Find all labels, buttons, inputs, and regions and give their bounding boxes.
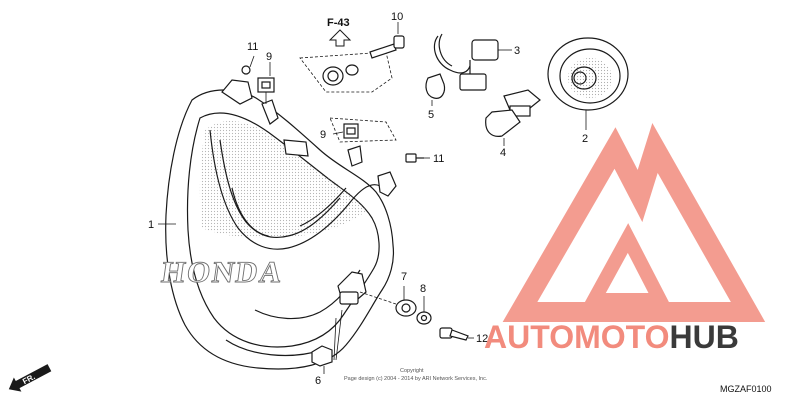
clip-9-middle xyxy=(332,123,359,139)
watermark-text: AUTOMOTOHUB xyxy=(484,319,739,355)
callout-9-middle[interactable]: 9 xyxy=(320,129,326,141)
headlight-rear-bracket xyxy=(283,139,309,157)
reference-label[interactable]: F-43 xyxy=(327,17,350,29)
headlight-light-guide xyxy=(209,129,381,250)
headlight-connector xyxy=(339,291,359,305)
callout-12[interactable]: 12 xyxy=(476,333,488,345)
callout-3[interactable]: 3 xyxy=(514,45,520,57)
watermark-suffix: HUB xyxy=(669,319,738,355)
mount-leader xyxy=(359,291,397,305)
leader-6 xyxy=(333,309,343,361)
collar-8 xyxy=(416,296,432,325)
front-direction-indicator: FR. xyxy=(8,364,52,392)
callout-7[interactable]: 7 xyxy=(401,271,407,283)
callout-10[interactable]: 10 xyxy=(391,11,403,23)
callout-4[interactable]: 4 xyxy=(500,147,506,159)
headlight-right-clip xyxy=(377,171,397,197)
headlight-mount-right xyxy=(347,145,363,167)
grommet-upper xyxy=(322,64,359,86)
copyright-line2: Page design (c) 2004 - 2014 by ARI Netwo… xyxy=(344,376,488,382)
headlight-mount-left xyxy=(221,79,253,105)
bolt-12 xyxy=(439,327,474,341)
copyright-line1: Copyright xyxy=(400,368,424,374)
reference-arrow-icon xyxy=(328,29,352,47)
headlight-assembly: HONDA xyxy=(159,79,397,370)
callout-9-upper[interactable]: 9 xyxy=(266,51,272,63)
reference-f43[interactable]: F-43 xyxy=(327,17,352,47)
dust-cover-2 xyxy=(547,37,629,130)
screw-11-upper xyxy=(241,55,255,75)
screw-11-right xyxy=(405,153,430,163)
bulb-4 xyxy=(485,89,541,146)
socket-harness-3 xyxy=(433,33,512,91)
front-arrow-icon xyxy=(8,364,52,392)
watermark-triangle-inner xyxy=(582,223,672,307)
watermark-logo xyxy=(502,123,766,322)
headlight-mount-top xyxy=(261,99,279,125)
diagram-code: MGZAF0100 xyxy=(720,384,772,394)
bulb-5 xyxy=(425,73,446,106)
callout-11-upper[interactable]: 11 xyxy=(247,41,258,53)
bolt-10 xyxy=(369,22,405,59)
watermark-triangle-outer xyxy=(502,123,766,322)
callout-1[interactable]: 1 xyxy=(148,219,154,231)
callout-5[interactable]: 5 xyxy=(428,109,434,121)
callout-8[interactable]: 8 xyxy=(420,283,426,295)
clip-9-upper xyxy=(257,62,275,93)
headlight-light-guide-lower xyxy=(231,187,347,237)
damper-7 xyxy=(395,286,417,317)
watermark-prefix: AUTOMOTO xyxy=(484,319,669,355)
headlight-lens xyxy=(186,112,380,348)
callout-6[interactable]: 6 xyxy=(315,375,321,387)
rubber-6 xyxy=(311,345,333,374)
callout-2[interactable]: 2 xyxy=(582,133,588,145)
callout-11-right[interactable]: 11 xyxy=(433,153,444,165)
honda-brand-mark: HONDA xyxy=(159,255,285,289)
callout-labels: 1 2 3 4 5 6 7 8 9 9 10 11 11 12 xyxy=(148,11,588,387)
copyright-block: Copyright Page design (c) 2004 - 2014 by… xyxy=(344,368,488,382)
